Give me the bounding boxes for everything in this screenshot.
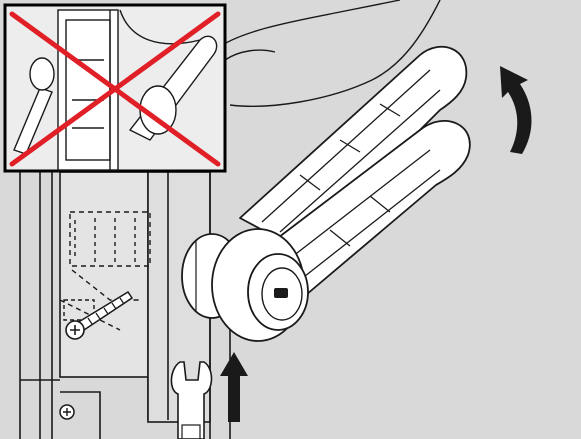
wrench: [170, 361, 213, 439]
red-cross-icon: [9, 11, 221, 167]
lock-cylinder: [59, 211, 151, 331]
bottom-screw: [59, 404, 75, 420]
lever-handle: [181, 45, 471, 342]
inset-door-drawing: [13, 9, 218, 171]
long-screw: [65, 290, 134, 340]
inset-incorrect-panel: [3, 3, 227, 173]
curved-arrow-up-icon: [500, 66, 532, 154]
straight-arrow-up-icon: [220, 352, 248, 422]
